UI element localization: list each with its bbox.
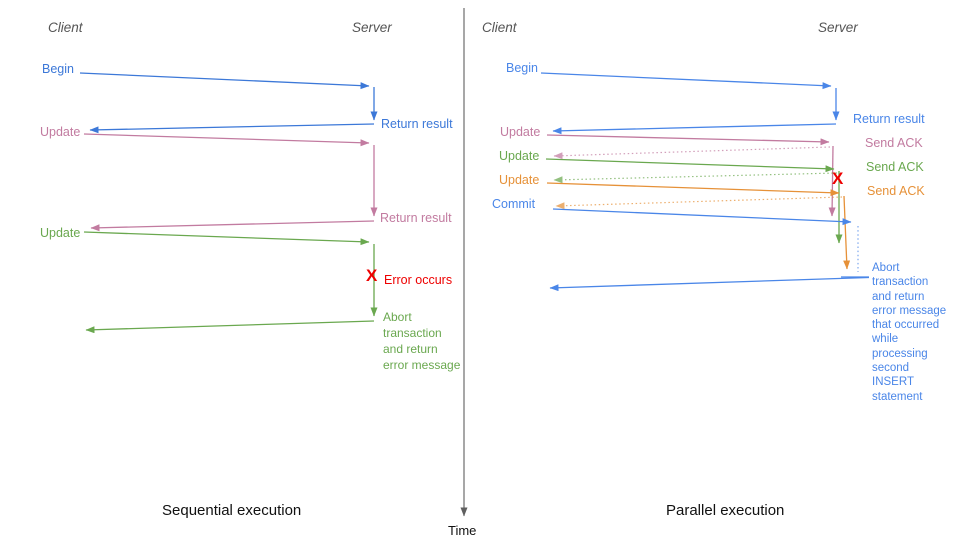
par-client-header: Client: [482, 20, 517, 35]
seq-client-header: Client: [48, 20, 83, 35]
par-update1-request-arrow: [546, 134, 830, 146]
seq-error-x-icon: X: [366, 266, 378, 285]
seq-return-result2-label: Return result: [380, 211, 452, 225]
seq-return-result1-label: Return result: [381, 117, 453, 131]
par-server-header: Server: [818, 20, 858, 35]
par-return-result-arrow: [552, 123, 837, 135]
seq-begin-label: Begin: [42, 62, 74, 76]
par-update2-request-arrow: [545, 158, 835, 173]
par-ack2-arrow: [553, 172, 838, 184]
seq-update1-request-arrow: [83, 133, 370, 147]
seq-begin-request-arrow: [79, 72, 370, 90]
seq-return-result2-arrow: [90, 220, 375, 232]
seq-caption: Sequential execution: [162, 502, 302, 519]
par-ack3-label: Send ACK: [867, 184, 925, 198]
par-update3-request-arrow: [546, 182, 840, 197]
par-error-x-icon: X: [832, 169, 844, 188]
par-commit-request-arrow: [552, 208, 852, 226]
seq-update2-label: Update: [40, 226, 81, 240]
par-abort-return-arrow: [549, 276, 870, 292]
par-ack2-label: Send ACK: [866, 160, 924, 174]
par-caption: Parallel execution: [666, 502, 785, 519]
par-update3-label: Update: [499, 173, 540, 187]
seq-update2-request-arrow: [83, 231, 370, 246]
par-update3-processing-arrow: [843, 195, 851, 270]
par-update1-label: Update: [500, 125, 541, 139]
seq-error-label: Error occurs: [384, 273, 453, 287]
par-commit-label: Commit: [492, 197, 536, 211]
par-ack1-arrow: [553, 146, 831, 160]
par-ack3-arrow: [555, 196, 843, 210]
par-return-result-label: Return result: [853, 112, 925, 126]
seq-abort-label: Abort transaction and return error messa…: [383, 310, 461, 372]
par-abort-label: Abort transaction and return error messa…: [872, 262, 947, 403]
par-update2-label: Update: [499, 149, 540, 163]
seq-return-result1-arrow: [89, 123, 375, 134]
seq-abort-return-arrow: [85, 320, 375, 334]
time-axis-label: Time: [448, 523, 477, 538]
seq-update1-label: Update: [40, 125, 81, 139]
par-begin-request-arrow: [540, 72, 832, 90]
par-ack1-label: Send ACK: [865, 136, 923, 150]
seq-server-header: Server: [352, 20, 392, 35]
par-begin-label: Begin: [506, 61, 538, 75]
par-update1-processing-arrow: [828, 145, 836, 217]
